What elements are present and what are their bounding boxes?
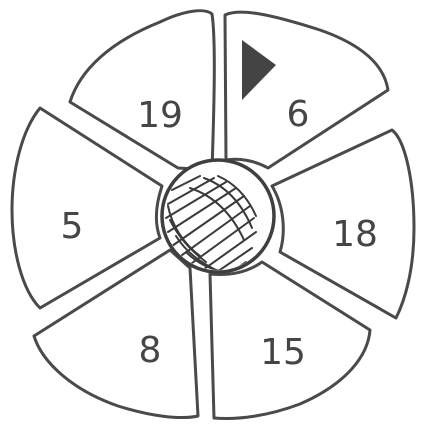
sector-number: 8 [139, 330, 162, 371]
sector-number: 18 [332, 214, 378, 255]
sector-number: 5 [61, 206, 84, 247]
crosshatched-ball-icon[interactable] [162, 160, 274, 274]
sector-number: 6 [287, 94, 310, 135]
sector-number: 15 [260, 332, 306, 373]
sector-number: 19 [137, 95, 183, 136]
